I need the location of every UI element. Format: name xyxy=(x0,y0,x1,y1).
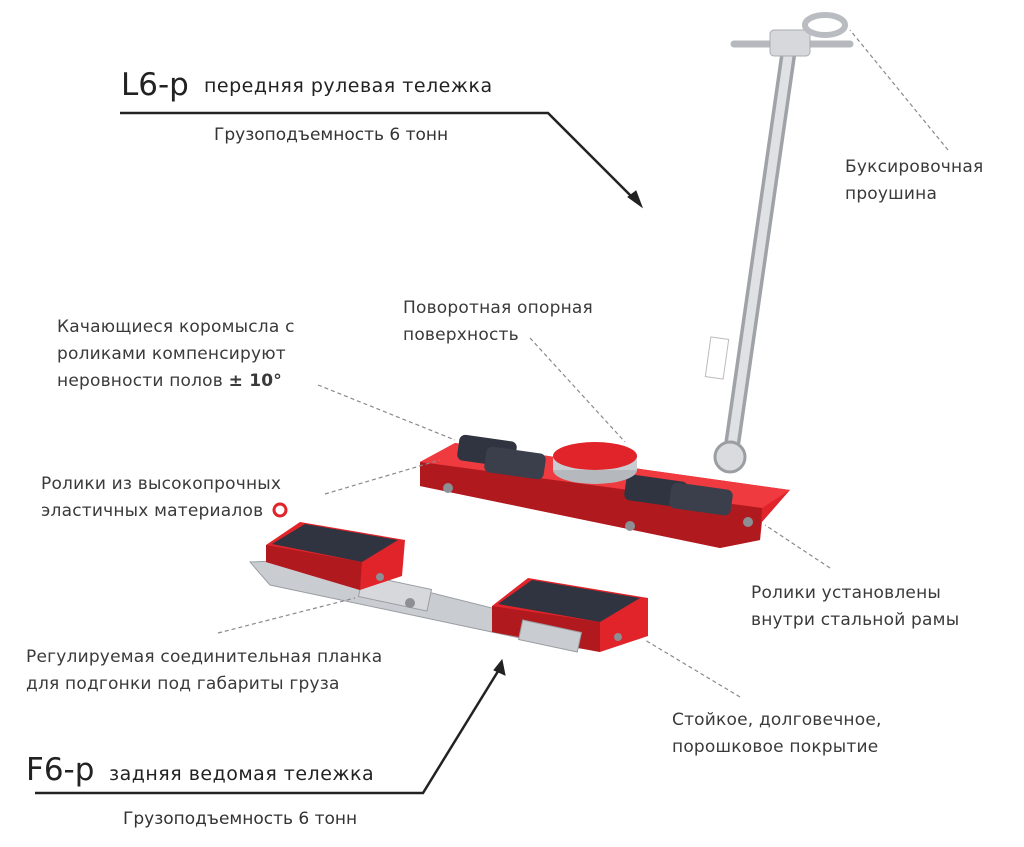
rear-right-block xyxy=(492,578,648,653)
turntable xyxy=(553,442,637,484)
tow-handle xyxy=(704,29,854,453)
rear-left-block xyxy=(266,522,405,590)
front-steering-dolly xyxy=(420,12,854,548)
front-model-code: L6-p xyxy=(121,67,189,103)
rear-follower-dolly xyxy=(248,502,648,653)
rear-title: задняя ведомая тележка xyxy=(109,763,375,785)
rear-lifting-ring xyxy=(272,502,288,518)
front-title: передняя рулевая тележка xyxy=(204,75,493,97)
tolerance-value: ± 10° xyxy=(228,371,282,391)
front-rollers xyxy=(457,434,733,516)
tow-eye xyxy=(802,12,848,38)
callout-connecting-bar: Регулируемая соединительная планка для п… xyxy=(26,647,383,694)
front-capacity: Грузоподъемность 6 тонн xyxy=(214,125,449,145)
callout-turntable: Поворотная опорная поверхность xyxy=(403,298,593,345)
callout-coating: Стойкое, долговечное, порошковое покрыти… xyxy=(672,710,882,757)
callout-tow-eye: Буксировочная проушина xyxy=(845,157,984,204)
rear-capacity: Грузоподъемность 6 тонн xyxy=(123,809,358,829)
callout-rollers-frame: Ролики установлены внутри стальной рамы xyxy=(751,583,960,630)
rear-model-code: F6-p xyxy=(26,752,95,788)
callout-rollers-material: Ролики из высокопрочных эластичных матер… xyxy=(41,474,282,521)
leader-lines xyxy=(35,111,644,795)
callout-rockers: Качающиеся коромысла с роликами компенси… xyxy=(57,317,295,391)
hinge-wheel xyxy=(713,440,747,474)
dashed-callouts xyxy=(217,29,949,698)
